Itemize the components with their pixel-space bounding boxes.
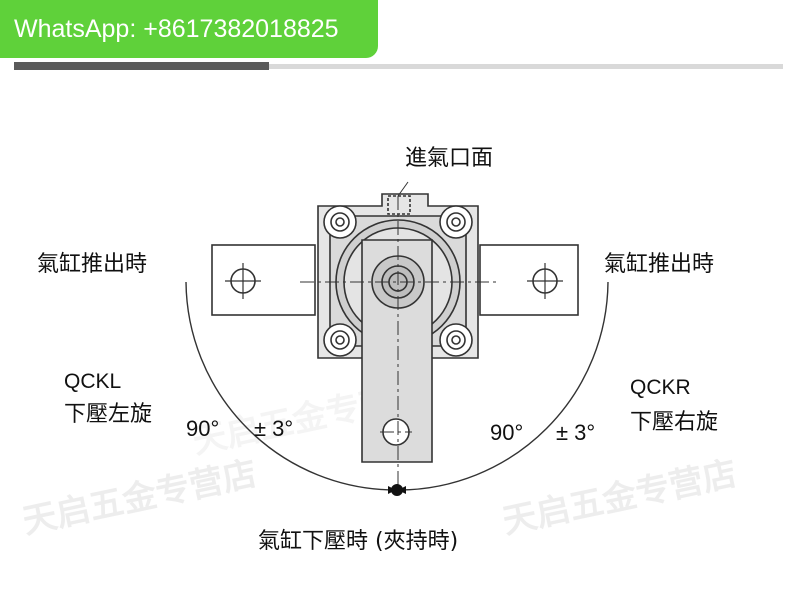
left-rotation-arc: [185, 281, 395, 491]
extend-right-label: 氣缸推出時: [604, 252, 715, 277]
left-model-label: QCKL: [64, 370, 122, 393]
clamp-arm-down: [361, 239, 433, 463]
left-angle-label: 90°: [186, 416, 220, 441]
right-tolerance-label: ± 3°: [556, 420, 596, 445]
clamping-state-label: 氣缸下壓時 (夾持時): [258, 529, 459, 554]
whatsapp-contact-badge[interactable]: WhatsApp: +8617382018825: [0, 0, 378, 58]
header-divider-light: [269, 64, 783, 69]
left-arm-extended: [211, 244, 316, 316]
left-desc-label: 下壓左旋: [64, 402, 153, 427]
right-angle-label: 90°: [490, 420, 524, 445]
left-tolerance-label: ± 3°: [254, 416, 294, 441]
right-arm-extended: [479, 244, 579, 316]
header-divider-dark: [14, 62, 269, 70]
right-desc-label: 下壓右旋: [630, 410, 719, 435]
inlet-face-label: 進氣口面: [405, 146, 494, 171]
right-model-label: QCKR: [630, 376, 691, 399]
extend-left-label: 氣缸推出時: [37, 252, 148, 277]
right-rotation-arc: [399, 281, 609, 491]
